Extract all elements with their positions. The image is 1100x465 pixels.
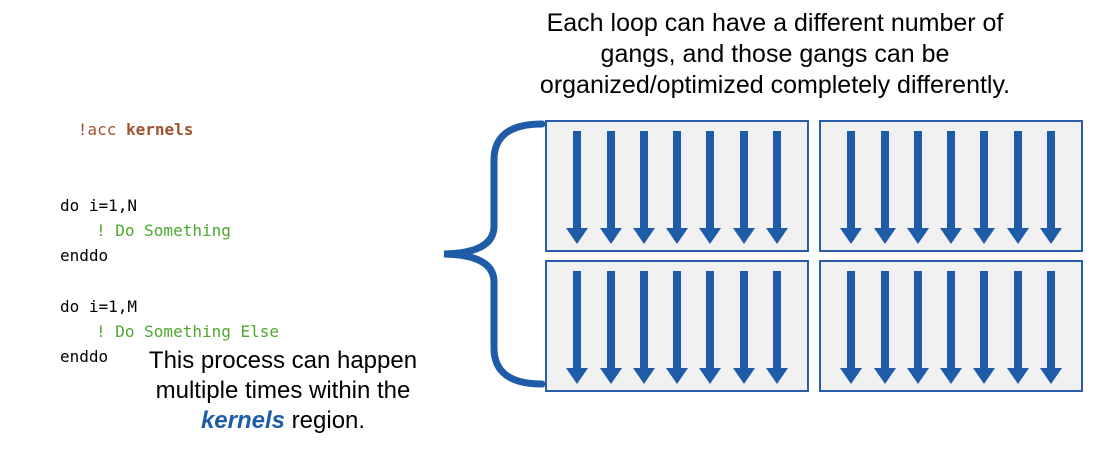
loop-block-2: do i=1,M ! Do Something Else enddo [20, 294, 279, 369]
note-line-3: kernels region. [88, 406, 478, 436]
down-arrow-icon [666, 271, 688, 384]
down-arrow-icon [566, 271, 589, 384]
down-arrow-icon [906, 271, 929, 384]
loop2-close: enddo [60, 347, 109, 366]
down-arrow-icon [840, 271, 863, 384]
down-arrow-icon [940, 271, 962, 384]
down-arrow-icon [699, 271, 722, 384]
gang-box [545, 260, 809, 392]
down-arrow-icon [973, 131, 996, 244]
down-arrow-icon [1039, 271, 1062, 384]
down-arrow-icon [632, 131, 655, 244]
loop1-close: enddo [60, 246, 109, 265]
gang-box [819, 120, 1083, 252]
down-arrow-icon [765, 271, 788, 384]
gang-box [545, 120, 809, 252]
down-arrow-icon [840, 131, 863, 244]
down-arrow-icon [599, 271, 622, 384]
note-line-2: multiple times within the [155, 377, 411, 404]
down-arrow-icon [699, 131, 722, 244]
acc-directive-line: !acc kernels [20, 92, 279, 167]
loop-block-1: do i=1,N ! Do Something enddo [20, 193, 279, 268]
code-block: !acc kernels do i=1,N ! Do Something end… [20, 92, 279, 369]
down-arrow-icon [906, 131, 929, 244]
down-arrow-icon [1039, 131, 1062, 244]
loop1-open: do i=1,N [60, 196, 138, 215]
top-caption: Each loop can have a different number of… [452, 8, 1098, 101]
down-arrow-icon [732, 131, 755, 244]
caption-line-2: gangs, and those gangs can be [600, 40, 950, 68]
bottom-note: This process can happen multiple times w… [88, 346, 478, 436]
curly-brace-icon [443, 120, 546, 388]
down-arrow-icon [765, 131, 788, 244]
acc-directive-keyword: kernels [125, 120, 194, 139]
down-arrow-icon [666, 131, 688, 244]
down-arrow-icon [973, 271, 996, 384]
note-line-1: This process can happen [148, 347, 418, 374]
loop1-comment: ! Do Something [96, 221, 231, 240]
loop2-open: do i=1,M [60, 297, 138, 316]
note-suffix: region. [291, 407, 366, 434]
caption-line-1: Each loop can have a different number of [546, 9, 1004, 37]
note-keyword-kernels: kernels [200, 407, 285, 434]
down-arrow-icon [940, 131, 962, 244]
down-arrow-icon [566, 131, 589, 244]
loop2-comment: ! Do Something Else [96, 322, 280, 341]
gang-box [819, 260, 1083, 392]
down-arrow-icon [599, 131, 622, 244]
down-arrow-icon [1006, 131, 1029, 244]
down-arrow-icon [1006, 271, 1029, 384]
caption-line-3: organized/optimized completely different… [539, 71, 1011, 99]
down-arrow-icon [873, 271, 896, 384]
gang-grid [545, 120, 1083, 392]
down-arrow-icon [873, 131, 896, 244]
down-arrow-icon [732, 271, 755, 384]
down-arrow-icon [632, 271, 655, 384]
acc-directive-bang: !acc [77, 120, 126, 139]
